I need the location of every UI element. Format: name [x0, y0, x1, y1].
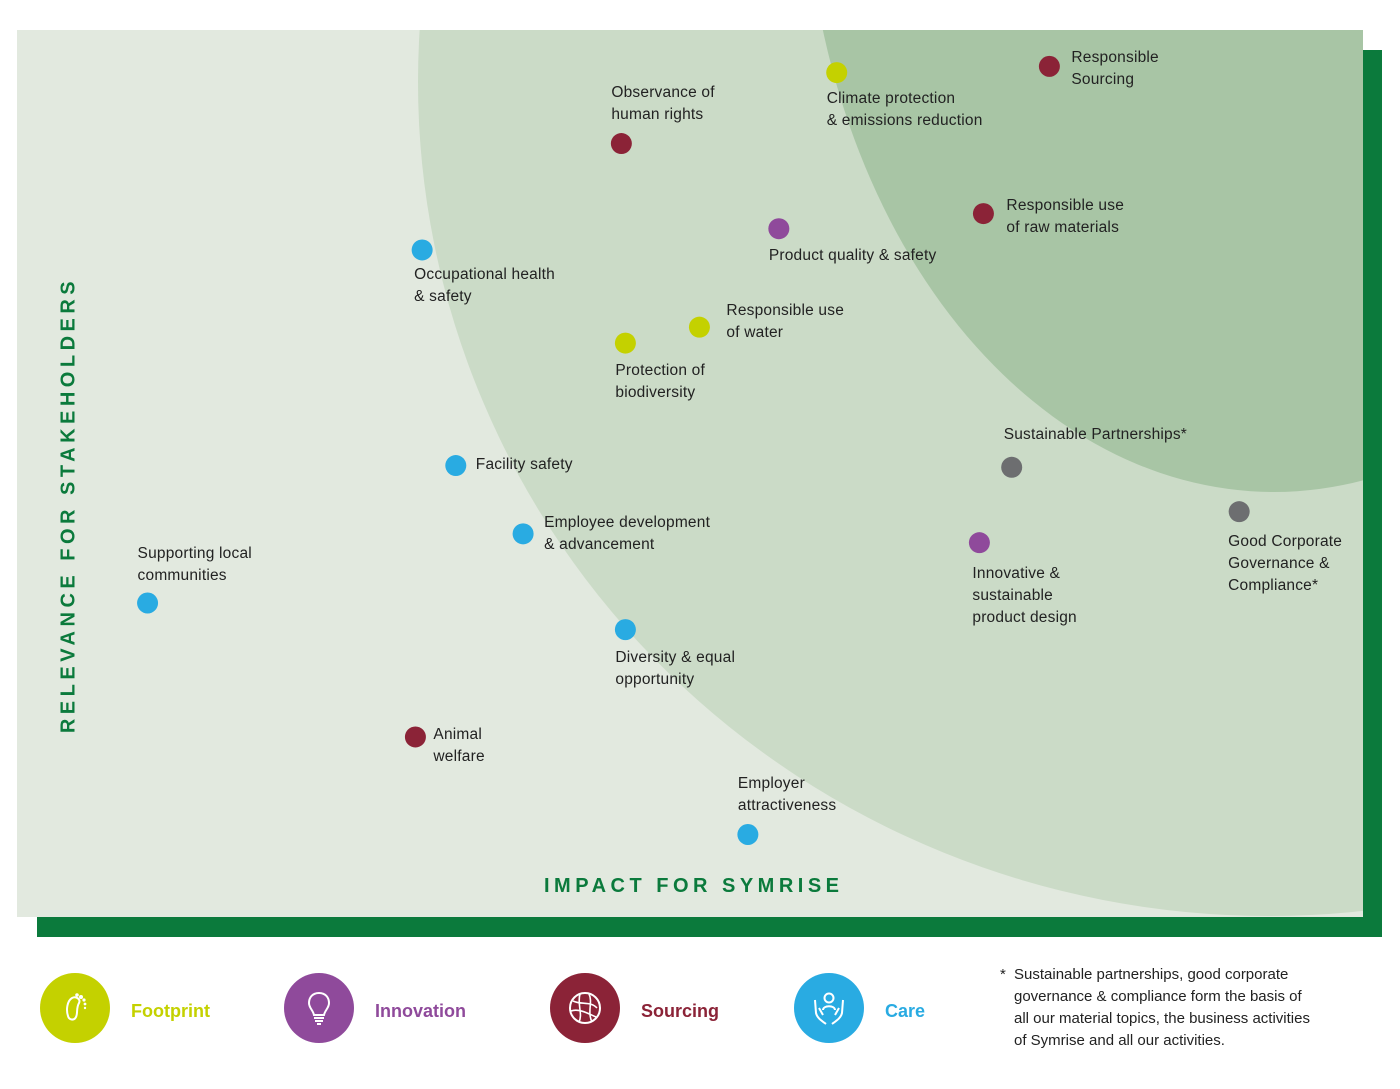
y-axis-label: RELEVANCE FOR STAKEHOLDERS: [57, 276, 80, 734]
point-foundation: [1228, 501, 1250, 523]
point-innovation: [768, 218, 790, 240]
point-label: Climate protection & emissions reduction: [826, 89, 983, 129]
point-label: Animal welfare: [433, 725, 485, 765]
lightbulb-icon: [307, 991, 331, 1025]
legend-innovation-badge: [284, 973, 354, 1043]
legend-label-footprint: Footprint: [131, 1001, 210, 1021]
legend-label-innovation: Innovation: [375, 1001, 466, 1021]
point-footprint: [826, 62, 848, 84]
point-care: [411, 239, 433, 261]
footprint-icon: [66, 993, 87, 1021]
point-care: [614, 619, 636, 641]
hands-icon: [814, 992, 844, 1025]
relevance-zones: [418, 30, 1363, 916]
point-label: Product quality & safety: [768, 246, 937, 264]
point-label: Responsible use of water: [726, 302, 845, 342]
x-axis-label: IMPACT FOR SYMRISE: [544, 875, 844, 897]
point-label: Sustainable Partnerships*: [1003, 426, 1188, 444]
legend-care-badge: [794, 973, 864, 1043]
point-sourcing: [610, 133, 632, 155]
point-sourcing: [1038, 55, 1060, 77]
point-label: Innovative & sustainable product design: [972, 564, 1077, 626]
legend-label-sourcing: Sourcing: [641, 1001, 720, 1021]
point-foundation: [1001, 456, 1023, 478]
point-label: Employer attractiveness: [737, 774, 837, 814]
data-points: [137, 55, 1250, 846]
point-label: Protection of biodiversity: [615, 362, 706, 402]
point-label: Responsible use of raw materials: [1006, 196, 1125, 236]
point-label: Facility safety: [475, 455, 573, 473]
footnote-text: Sustainable partnerships, good corporate…: [1014, 966, 1310, 1049]
point-care: [512, 523, 534, 545]
legend-footprint-badge: [40, 973, 110, 1043]
legend-label-care: Care: [885, 1001, 926, 1021]
point-footprint: [688, 316, 710, 338]
point-sourcing: [404, 726, 426, 748]
materiality-matrix: Observance of human rights Climate protec…: [17, 30, 1363, 917]
point-label: Supporting local communities: [137, 545, 252, 584]
point-innovation: [968, 532, 990, 554]
point-care: [737, 824, 759, 846]
legend-sourcing-badge: [550, 973, 620, 1043]
point-label: Good Corporate Governance & Compliance*: [1228, 532, 1343, 594]
point-label: Employee development & advancement: [544, 513, 711, 553]
footnote: * Sustainable partnerships, good corpora…: [1000, 964, 1390, 1052]
point-label: Observance of human rights: [611, 83, 715, 123]
point-label: Diversity & equal opportunity: [615, 648, 736, 688]
zone-high-relevance: [822, 30, 1363, 492]
point-label: Occupational health & safety: [414, 265, 555, 305]
footnote-marker: *: [1000, 966, 1006, 983]
point-care: [137, 592, 159, 614]
point-care: [445, 455, 467, 477]
globe-icon: [569, 992, 601, 1024]
point-footprint: [614, 332, 636, 354]
point-label: Responsible Sourcing: [1071, 49, 1159, 89]
point-sourcing: [972, 203, 994, 225]
